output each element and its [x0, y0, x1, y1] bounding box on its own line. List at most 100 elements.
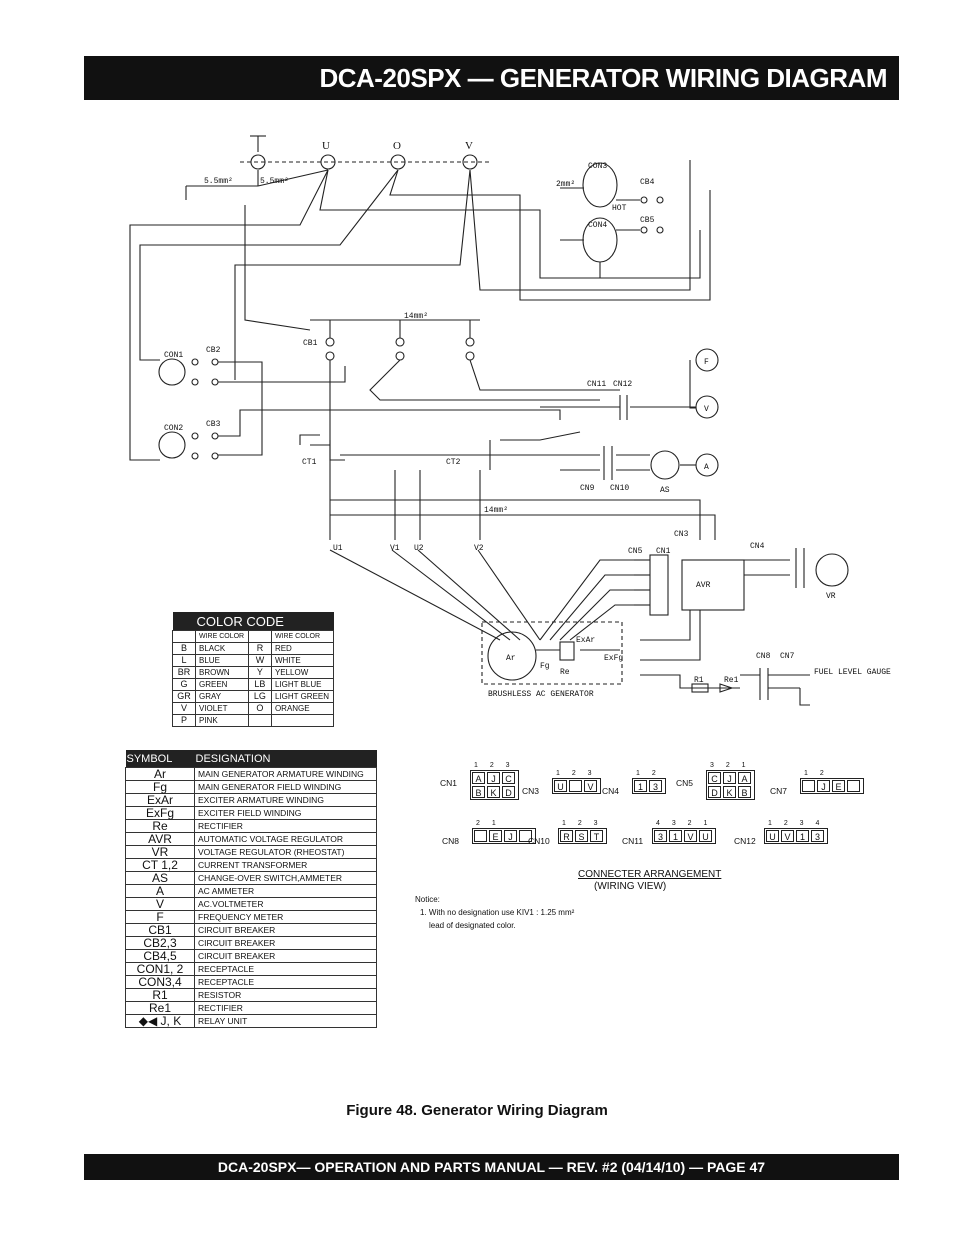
symbol-code: Re	[125, 819, 195, 833]
color-name: GRAY	[195, 690, 249, 703]
wire-size-label: 14mm²	[404, 312, 428, 321]
connector-pin: S	[575, 830, 588, 842]
symbol-code: CON1, 2	[125, 962, 195, 976]
connector-pin: 3	[649, 780, 662, 792]
wire-size-label: 14mm²	[484, 506, 508, 515]
cb3-label: CB3	[206, 420, 221, 429]
color-name: BLACK	[195, 642, 249, 655]
connector-name: CN1	[440, 778, 458, 788]
re-label: Re	[560, 668, 570, 677]
symbol-designation: CIRCUIT BREAKER	[194, 936, 377, 950]
connector-pin: B	[738, 786, 751, 798]
connector-pin-numbers: 1 2	[804, 770, 829, 777]
ar-label: Ar	[506, 654, 516, 663]
connector-pin: 3	[654, 830, 667, 842]
meter-f-label: F	[704, 358, 709, 367]
color-abbrev: L	[172, 654, 196, 667]
connector-pin: V	[684, 830, 697, 842]
page-title: DCA-20SPX — GENERATOR WIRING DIAGRAM	[319, 63, 887, 93]
symbol-header: SYMBOL	[125, 750, 195, 768]
cn1-label: CN1	[656, 547, 671, 556]
color-name: PINK	[195, 714, 249, 727]
symbol-code: ◆◀ J, K	[125, 1014, 195, 1028]
wire-color-header: WIRE COLOR	[270, 630, 335, 643]
connector-pin: C	[502, 772, 515, 784]
symbol-code: CON3,4	[125, 975, 195, 989]
symbol-designation: RECTIFIER	[194, 1001, 377, 1015]
connector-pin: K	[723, 786, 736, 798]
figure-caption: Figure 48. Generator Wiring Diagram	[346, 1102, 608, 1119]
symbol-code: Ar	[125, 767, 195, 781]
connector-pin: V	[584, 780, 597, 792]
winding-label: U2	[414, 544, 424, 553]
color-name: VIOLET	[195, 702, 249, 715]
cn12-label: CN12	[613, 380, 632, 389]
connector-pin: J	[487, 772, 500, 784]
symbol-code: R1	[125, 988, 195, 1002]
symbol-code: VR	[125, 845, 195, 859]
connector-pin: V	[781, 830, 794, 842]
symbol-code: CT 1,2	[125, 858, 195, 872]
symbol-code: AVR	[125, 832, 195, 846]
connector-pin	[569, 780, 582, 792]
con1-label: CON1	[164, 351, 183, 360]
symbol-code: V	[125, 897, 195, 911]
color-name: BROWN	[195, 666, 249, 679]
symbol-code: F	[125, 910, 195, 924]
connector-pin: D	[502, 786, 515, 798]
cn4-label: CN4	[750, 542, 765, 551]
connector-name: CN10	[528, 836, 550, 846]
connector-pin: K	[487, 786, 500, 798]
symbol-designation: RECEPTACLE	[194, 975, 377, 989]
cn5-label: CN5	[628, 547, 643, 556]
connector-pin: E	[489, 830, 502, 842]
symbol-designation: EXCITER FIELD WINDING	[194, 806, 377, 820]
connector-pin: 1	[669, 830, 682, 842]
fg-label: Fg	[540, 662, 550, 671]
page-footer: DCA-20SPX— OPERATION AND PARTS MANUAL — …	[84, 1154, 899, 1180]
symbol-designation: CIRCUIT BREAKER	[194, 923, 377, 937]
symbol-designation: AC.VOLTMETER	[194, 897, 377, 911]
color-abbrev: LG	[247, 690, 272, 703]
symbol-code: Re1	[125, 1001, 195, 1015]
cb1-label: CB1	[303, 339, 318, 348]
cn8-label: CN8	[756, 652, 771, 661]
symbol-code: ExAr	[125, 793, 195, 807]
connector-pin: J	[817, 780, 830, 792]
connector-pin: R	[560, 830, 573, 842]
connector-pin: A	[738, 772, 751, 784]
wire-size-label: 5.5mm²	[260, 177, 289, 186]
connector-pin: 1	[634, 780, 647, 792]
connector-pin	[847, 780, 860, 792]
color-abbrev: P	[172, 714, 196, 727]
symbol-designation: RELAY UNIT	[194, 1014, 377, 1028]
connector-name: CN5	[676, 778, 694, 788]
symbol-designation: RECEPTACLE	[194, 962, 377, 976]
winding-label: U1	[333, 544, 343, 553]
symbol-code: A	[125, 884, 195, 898]
color-abbrev: BR	[172, 666, 196, 679]
connector-title: CONNECTER ARRANGEMENT	[578, 869, 722, 880]
cn9-label: CN9	[580, 484, 595, 493]
symbol-designation: EXCITER ARMATURE WINDING	[194, 793, 377, 807]
symbol-code: CB2,3	[125, 936, 195, 950]
connector-pin-numbers: 4 3 2 1	[656, 820, 713, 827]
symbol-code: Fg	[125, 780, 195, 794]
exar-label: ExAr	[576, 636, 595, 645]
